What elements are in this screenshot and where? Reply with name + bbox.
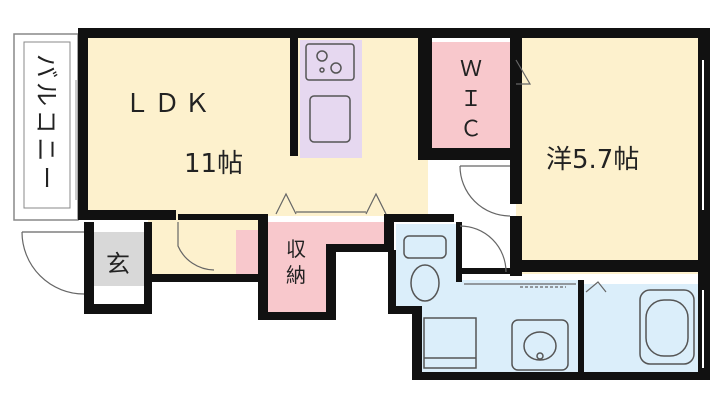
toilet-fixture [403, 235, 447, 302]
entrance-closet [236, 230, 260, 276]
washbasin-icon [511, 319, 569, 371]
wic-label: Ｗ Ｉ Ｃ [460, 57, 482, 142]
western-room [516, 36, 700, 274]
bathtub-icon [639, 289, 695, 365]
storage-top [326, 222, 384, 244]
ldk-label: ＬＤＫ [124, 89, 214, 119]
walls [78, 28, 710, 380]
bath-fixtures [639, 289, 695, 365]
toilet-tank-icon [403, 235, 447, 259]
svg-text:納: 納 [286, 263, 306, 287]
balcony-label: バルコニー [32, 54, 60, 194]
kitchen-counter [300, 40, 362, 158]
toilet-bowl-icon [410, 264, 440, 302]
sink-icon [309, 95, 351, 143]
stove-icon [305, 43, 355, 81]
storage-label: 収 納 [286, 237, 306, 287]
washroom-fixtures [423, 317, 569, 371]
balcony [13, 33, 79, 221]
bathroom [584, 284, 704, 374]
svg-text:Ｉ: Ｉ [460, 87, 482, 112]
svg-text:Ｗ: Ｗ [460, 57, 482, 82]
entrance-area [92, 232, 144, 286]
svg-text:収: 収 [286, 237, 306, 261]
kitchen-fixtures [305, 43, 355, 143]
washing-machine-icon [423, 317, 477, 369]
svg-text:Ｃ: Ｃ [460, 117, 482, 142]
washroom [420, 280, 582, 372]
ldk-area-label: 11帖 [184, 149, 243, 179]
entrance-label: 玄 [106, 250, 130, 278]
wic-room [432, 42, 510, 150]
storage-room [266, 222, 326, 312]
doors [21, 59, 607, 295]
ldk-room [84, 36, 428, 216]
western-room-label: 洋5.7帖 [546, 145, 639, 175]
